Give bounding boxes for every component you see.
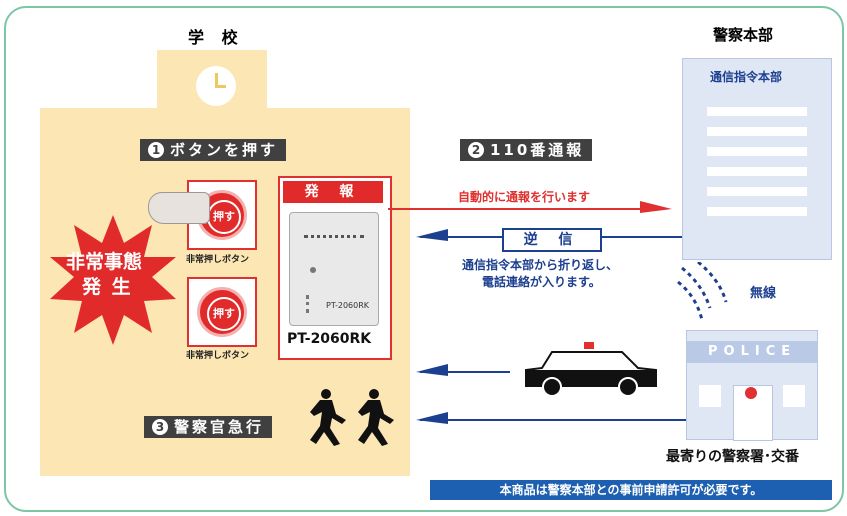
device-model: PT-2060RK (287, 331, 372, 347)
running-officers-icon (310, 389, 394, 446)
hq-building (682, 58, 832, 260)
emergency-text-2: 発 生 (82, 276, 133, 298)
emergency-burst (50, 215, 176, 345)
hand-icon (148, 192, 210, 224)
emergency-text-1: 非常事態 (66, 251, 143, 273)
clock-icon (196, 66, 236, 106)
callback-title: 逆 信 (502, 228, 602, 252)
police-station-label: 最寄りの警察署･交番 (666, 449, 799, 465)
police-sign: POLICE (708, 344, 797, 359)
school-title: 学 校 (188, 28, 244, 47)
callback-desc-1: 通信指令本部から折り返し、 (462, 258, 619, 272)
hq-center-label: 通信指令本部 (710, 70, 783, 84)
emergency-button-2[interactable]: 押す (187, 277, 257, 347)
footer-note: 本商品は警察本部との事前申請許可が必要です。 (430, 480, 832, 500)
device-panel: PT-2060RK (289, 212, 379, 326)
callback-desc-2: 電話連絡が入ります。 (482, 275, 601, 289)
auto-report-text: 自動的に通報を行います (458, 190, 591, 204)
hq-title: 警察本部 (713, 26, 774, 44)
emergency-button-label-2: 非常押しボタン (186, 351, 250, 361)
emergency-button-label-1: 非常押しボタン (186, 255, 250, 265)
wireless-label: 無線 (750, 286, 777, 301)
device-header: 発 報 (283, 181, 383, 203)
police-station (686, 330, 818, 441)
wireless-icon (677, 262, 728, 321)
police-car-icon (525, 342, 657, 397)
